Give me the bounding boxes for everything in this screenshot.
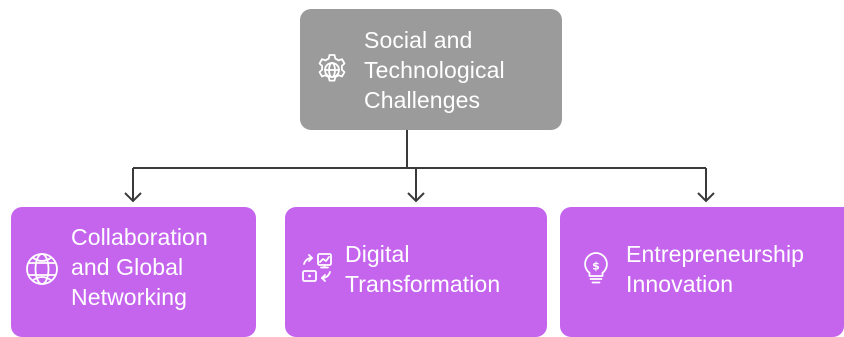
child-node-digital-transformation: Digital Transformation	[285, 207, 547, 337]
child-node-entrepreneurship-innovation: $ Entrepreneurship Innovation	[560, 207, 844, 337]
child-3-label-line-1: Entrepreneurship	[626, 241, 805, 267]
child-1-label-line-3: Networking	[71, 284, 188, 310]
arrowhead-1	[124, 192, 142, 203]
child-2-label: Digital Transformation	[345, 239, 500, 299]
root-node-label: Social and Technological Challenges	[364, 25, 505, 115]
globe-icon	[23, 250, 61, 288]
svg-text:$: $	[592, 260, 600, 273]
child-3-label: Entrepreneurship Innovation	[626, 239, 804, 299]
child-1-label-line-1: Collaboration	[71, 224, 208, 250]
child-3-label-line-2: Innovation	[626, 271, 734, 297]
globe-gear-icon	[314, 52, 350, 88]
root-label-line-2: Technological	[364, 56, 505, 83]
child-2-label-line-1: Digital	[345, 241, 410, 267]
arrowhead-3	[697, 192, 715, 203]
arrowhead-2	[407, 192, 425, 203]
lightbulb-dollar-icon: $	[578, 250, 614, 286]
child-node-collaboration-global-networking: Collaboration and Global Networking	[11, 207, 256, 337]
root-label-line-3: Challenges	[364, 86, 481, 113]
connector-lines	[124, 130, 715, 203]
root-label-line-1: Social and	[364, 26, 473, 53]
child-1-label-line-2: and Global	[71, 254, 184, 280]
child-2-label-line-2: Transformation	[345, 271, 501, 297]
child-1-label: Collaboration and Global Networking	[71, 222, 208, 312]
root-node-social-technological-challenges: Social and Technological Challenges	[300, 9, 562, 130]
digital-transformation-icon	[299, 250, 335, 286]
